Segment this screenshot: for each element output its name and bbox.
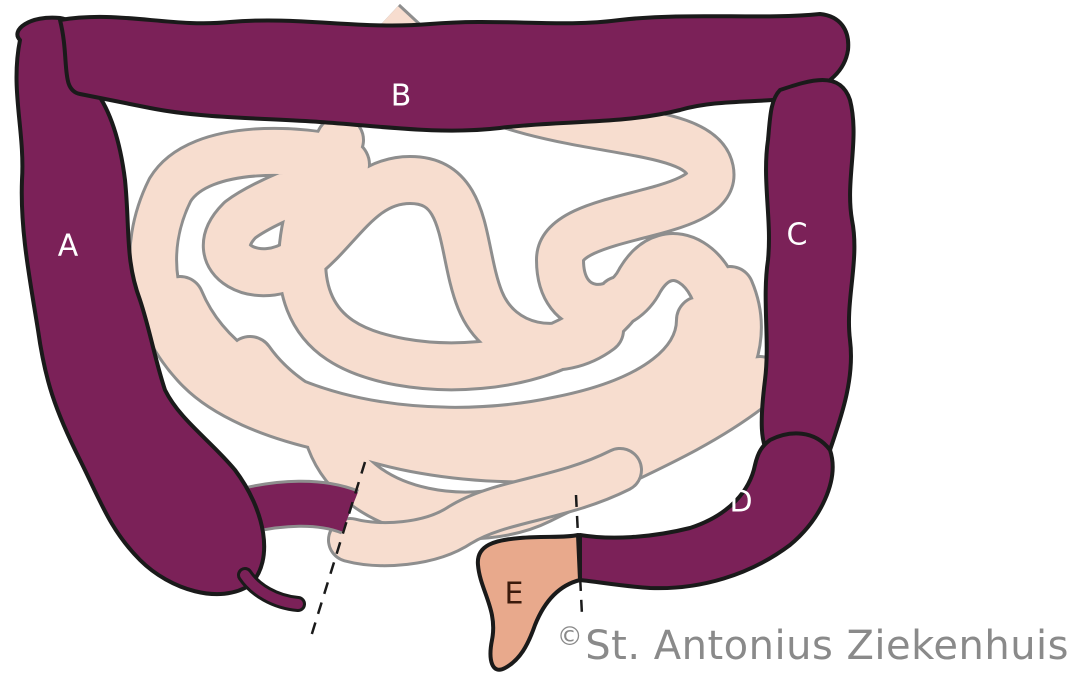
label-c: C [787, 218, 808, 253]
copyright-text: St. Antonius Ziekenhuis [585, 623, 1069, 669]
label-e: E [505, 577, 524, 612]
label-b: B [391, 79, 412, 114]
colon-segment-c [762, 80, 855, 469]
label-a: A [58, 229, 79, 264]
copyright-notice: ©St. Antonius Ziekenhuis [557, 622, 1069, 669]
label-d: D [729, 485, 752, 520]
colon-segment-b [60, 14, 848, 131]
copyright-symbol: © [557, 622, 584, 652]
